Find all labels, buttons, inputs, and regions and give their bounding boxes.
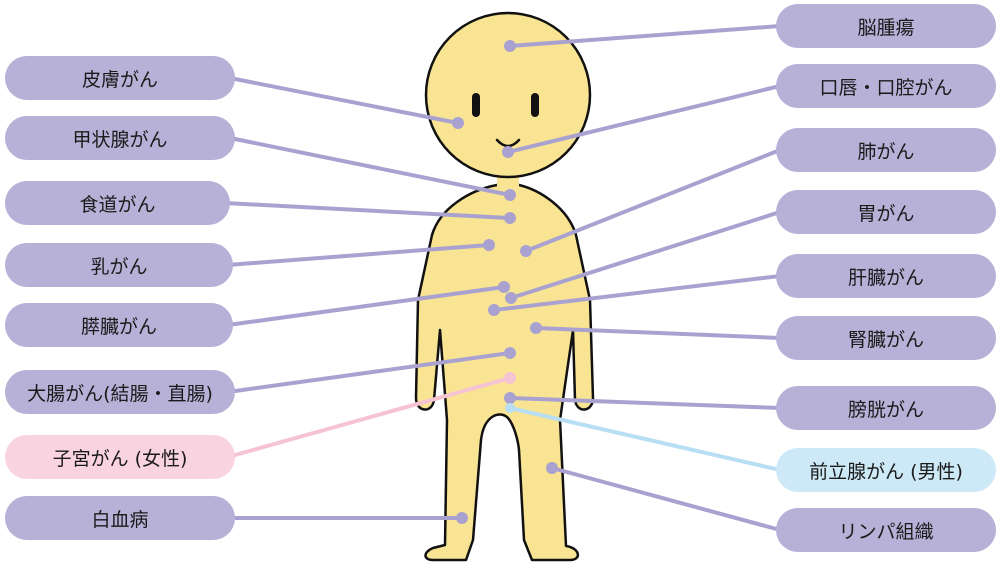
dot-brain (504, 40, 516, 52)
dot-kidney (530, 322, 542, 334)
left-eye (472, 93, 480, 117)
label-breast-cancer: 乳がん (5, 243, 233, 287)
label-stomach-cancer: 胃がん (776, 190, 996, 234)
label-thyroid-cancer: 甲状腺がん (5, 116, 235, 160)
dot-esophagus (504, 212, 516, 224)
label-pancreatic-cancer: 膵臓がん (5, 303, 233, 347)
line-lymph (552, 468, 780, 530)
label-leukemia: 白血病 (5, 496, 235, 540)
dot-prostate (505, 403, 515, 413)
label-oral-cancer: 口唇・口腔がん (776, 64, 996, 108)
label-brain-tumor: 脳腫瘍 (776, 4, 996, 48)
dot-thyroid (504, 189, 516, 201)
dot-oral (502, 146, 514, 158)
dot-liver (488, 304, 500, 316)
dot-bladder (504, 392, 516, 404)
label-uterine-cancer: 子宮がん (女性) (5, 435, 235, 479)
dot-skin (452, 117, 464, 129)
label-bladder-cancer: 膀胱がん (776, 386, 996, 430)
dot-stomach (505, 292, 517, 304)
dot-uterus (504, 372, 516, 384)
dot-colon (504, 347, 516, 359)
label-lymphatic-tissue: リンパ組織 (776, 508, 996, 552)
label-colorectal-cancer: 大腸がん(結腸・直腸) (5, 370, 235, 414)
dot-lymph (546, 462, 558, 474)
label-esophageal-cancer: 食道がん (5, 181, 230, 225)
label-lung-cancer: 肺がん (776, 128, 996, 172)
line-skin (230, 78, 458, 123)
dot-breast (483, 239, 495, 251)
label-prostate-cancer: 前立腺がん (男性) (776, 448, 996, 492)
dot-leukemia (456, 512, 468, 524)
line-lung (526, 150, 780, 251)
dot-lung (520, 245, 532, 257)
right-eye (531, 93, 539, 117)
dot-pancreas (498, 281, 510, 293)
label-kidney-cancer: 腎臓がん (776, 316, 996, 360)
label-liver-cancer: 肝臓がん (776, 254, 996, 298)
label-skin-cancer: 皮膚がん (5, 56, 235, 100)
body-outline (416, 185, 593, 560)
